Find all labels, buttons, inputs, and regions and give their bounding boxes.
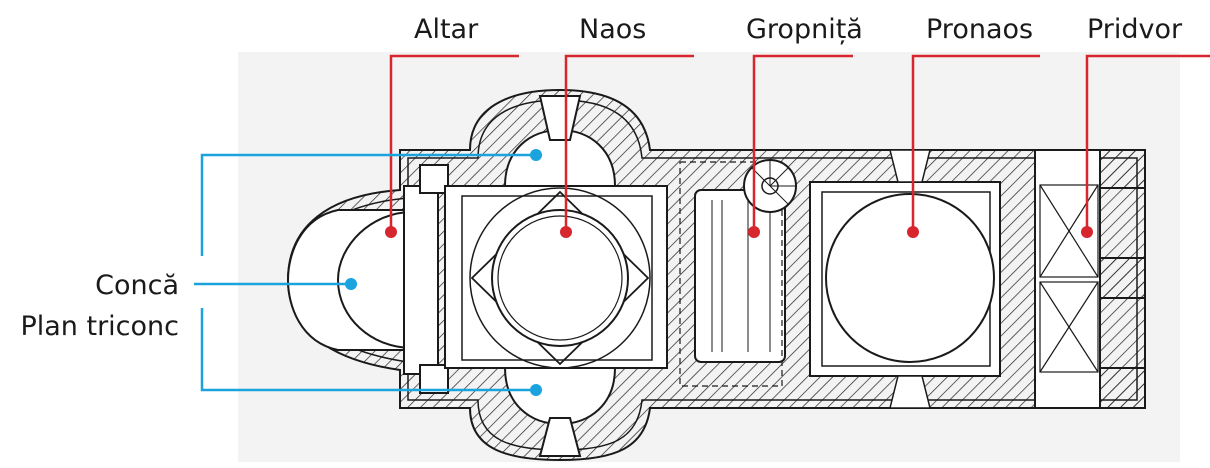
red-leaders	[389, 54, 1210, 232]
pridvor-pillar-3	[1099, 367, 1146, 409]
label-altar: Altar	[414, 14, 479, 45]
gropnita-room	[694, 189, 786, 363]
pridvor-pillar-1	[1099, 149, 1146, 189]
label-gropnita: Gropniță	[746, 14, 863, 45]
south-conch-window	[538, 417, 582, 457]
altar-pillar-bottom	[419, 364, 449, 394]
red-dot-naos	[560, 226, 572, 238]
pronaos-dome	[825, 193, 995, 363]
leader-conch-top	[200, 153, 536, 256]
blue-dots	[345, 149, 542, 396]
leader-altar	[389, 54, 519, 232]
pronaos-window-bottom	[889, 375, 931, 409]
naos-dome-inner	[497, 215, 623, 341]
label-conca: Concă	[95, 270, 179, 301]
blue-dot-top	[530, 149, 542, 161]
leader-pridvor	[1085, 54, 1210, 232]
altar-pillar-top	[419, 164, 449, 194]
gropnita-dashed-frame	[679, 161, 783, 387]
label-naos: Naos	[579, 14, 647, 45]
blue-dot-bottom	[530, 384, 542, 396]
red-dots	[385, 226, 1093, 238]
label-plan-triconc: Plan triconc	[20, 311, 179, 342]
leader-gropnita	[752, 54, 853, 232]
pridvor-pillar-2	[1099, 257, 1146, 299]
blue-dot-mid	[345, 278, 357, 290]
leader-conch-bottom	[200, 308, 536, 392]
red-dot-pronaos	[907, 226, 919, 238]
leader-naos	[564, 54, 694, 232]
pronaos-window-top	[889, 149, 931, 183]
altar-space	[403, 185, 439, 375]
leader-pronaos	[911, 54, 1040, 232]
altar-inner-conch	[336, 211, 413, 349]
gropnita-vertical-lines	[711, 200, 771, 352]
label-pronaos: Pronaos	[926, 14, 1034, 45]
pridvor-cross-bays	[1039, 184, 1099, 373]
red-dot-pridvor	[1081, 226, 1093, 238]
red-dot-gropnita	[748, 226, 760, 238]
label-pridvor: Pridvor	[1087, 14, 1183, 45]
red-dot-altar	[385, 226, 397, 238]
naos-drum-outer	[469, 187, 651, 369]
blue-leaders	[194, 153, 536, 392]
naos-dome	[491, 209, 629, 347]
pridvor-area	[1034, 149, 1101, 409]
